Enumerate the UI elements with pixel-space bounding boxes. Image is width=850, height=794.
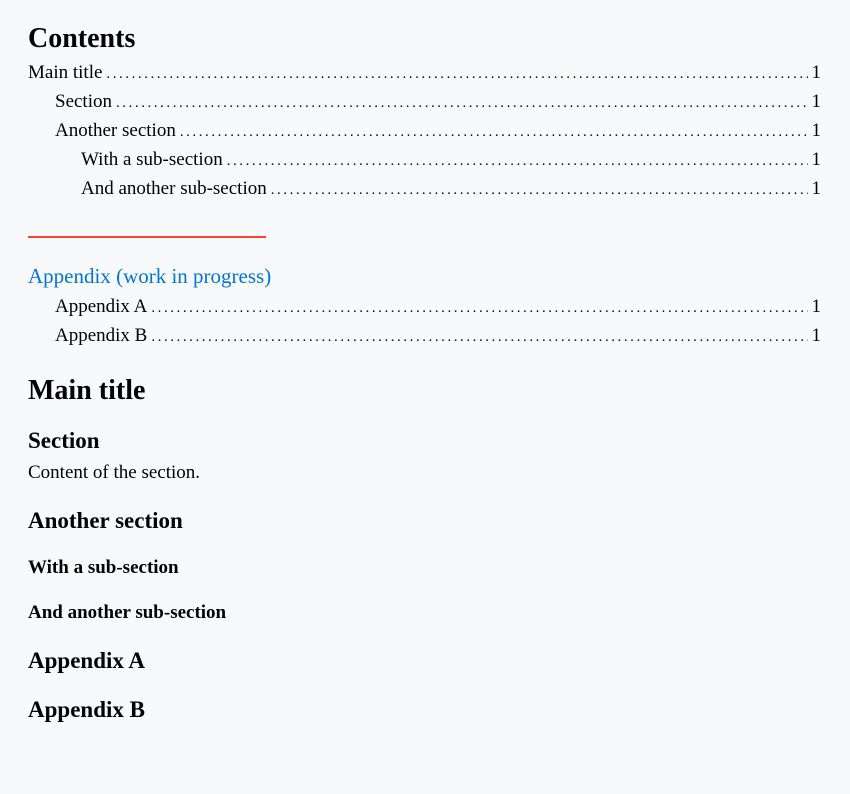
- toc-page-number: 1: [811, 296, 822, 317]
- sub-section-heading-2: And another sub-section: [28, 602, 227, 623]
- toc-leader-dots: [180, 120, 808, 144]
- red-divider-line: [28, 236, 266, 238]
- toc-entry-label: Main title: [28, 62, 103, 83]
- toc-leader-dots: [116, 91, 808, 115]
- another-section-heading: Another section: [28, 508, 183, 533]
- toc-page-number: 1: [811, 149, 822, 170]
- section-content: Content of the section.: [28, 462, 201, 483]
- toc-page-number: 1: [811, 62, 822, 83]
- toc-entry-label: Appendix A: [55, 296, 148, 317]
- appendix-b-heading: Appendix B: [28, 697, 145, 722]
- toc-leader-dots: [106, 62, 807, 86]
- toc-page-number: 1: [811, 91, 822, 112]
- toc-entry-section[interactable]: Section 1: [28, 90, 821, 114]
- appendix-outline-heading: Appendix (work in progress): [28, 264, 272, 288]
- toc-entry-and-another-sub-section[interactable]: And another sub-section 1: [28, 177, 821, 201]
- toc-entry-appendix-a[interactable]: Appendix A 1: [28, 295, 821, 319]
- toc-entry-main-title[interactable]: Main title 1: [28, 61, 821, 85]
- section-heading: Section: [28, 428, 100, 453]
- toc-entry-label: Appendix B: [55, 325, 148, 346]
- toc-entry-appendix-b[interactable]: Appendix B 1: [28, 324, 821, 348]
- sub-section-heading-1: With a sub-section: [28, 557, 179, 578]
- toc-leader-dots: [227, 149, 808, 173]
- toc-leader-dots: [151, 325, 807, 349]
- toc-page-number: 1: [811, 325, 822, 346]
- contents-heading: Contents: [28, 23, 136, 54]
- toc-page-number: 1: [811, 120, 822, 141]
- toc-entry-label: Section: [55, 91, 112, 112]
- toc-leader-dots: [271, 178, 808, 202]
- toc-entry-another-section[interactable]: Another section 1: [28, 119, 821, 143]
- toc-entry-with-a-sub-section[interactable]: With a sub-section 1: [28, 148, 821, 172]
- main-title-heading: Main title: [28, 375, 146, 406]
- toc-leader-dots: [151, 296, 807, 320]
- toc-entry-label: And another sub-section: [81, 178, 267, 199]
- toc-entry-label: With a sub-section: [81, 149, 223, 170]
- appendix-a-heading: Appendix A: [28, 648, 145, 673]
- toc-entry-label: Another section: [55, 120, 176, 141]
- toc-page-number: 1: [811, 178, 822, 199]
